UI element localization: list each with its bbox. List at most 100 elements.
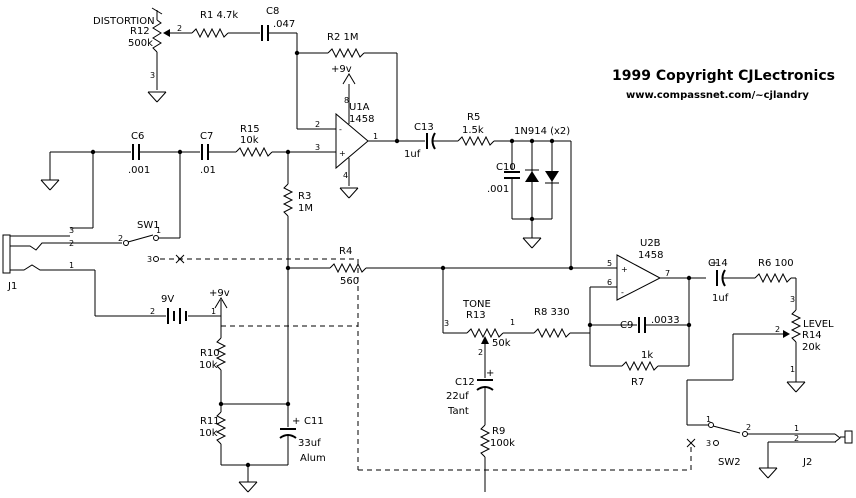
copyright-title: 1999 Copyright CJLectronics (612, 68, 835, 84)
c12-value: 22uf (446, 391, 469, 402)
j1-ref: J1 (7, 281, 17, 292)
r12-value: 500k (128, 38, 153, 49)
pin-label: 2 (118, 234, 123, 243)
diodes-label: 1N914 (x2) (514, 126, 570, 137)
pin-label: 8 (344, 96, 349, 105)
u1a-supply: +9v (331, 64, 352, 75)
pin-label: 2 (69, 239, 74, 248)
pin-label: 2 (177, 24, 182, 33)
tone-label: TONE (462, 299, 491, 310)
r14-value: 20k (802, 342, 821, 353)
r2-label: R2 1M (327, 32, 358, 43)
r15-value: 10k (240, 135, 259, 146)
r11-value: 10k (199, 428, 218, 439)
pin-label: 1 (211, 307, 216, 316)
battery-label: 9V (161, 294, 174, 305)
r7-ref: R7 (631, 377, 644, 388)
capacitor-c14 (716, 269, 755, 287)
pin-label: 1 (510, 318, 515, 327)
bypass-switch-sw2 (686, 334, 835, 448)
pin-label: 2 (775, 325, 780, 334)
input-jack-j1 (2, 227, 152, 317)
r12-ref: R12 (130, 26, 150, 37)
c6-value: .001 (128, 165, 150, 176)
pin-label: 3 (790, 295, 795, 304)
pin-label: 1 (373, 132, 378, 141)
r6-label: R6 100 (758, 258, 794, 269)
pin-label: 5 (607, 259, 612, 268)
r5-value: 1.5k (462, 125, 484, 136)
r7-value: 1k (641, 350, 653, 361)
c9-ref: C9 (620, 320, 633, 331)
resistor-r9 (479, 424, 491, 492)
r5-ref: R5 (467, 112, 480, 123)
pin-label: + (339, 149, 346, 158)
pin-label: - (621, 288, 624, 297)
pin-label: 4 (343, 171, 348, 180)
pin-label: 3 (69, 226, 74, 235)
r9-value: 100k (490, 438, 515, 449)
ground-symbol (147, 91, 167, 103)
resistor-r1 (191, 27, 260, 39)
c7-ref: C7 (200, 131, 213, 142)
pin-label: 1 (69, 261, 74, 270)
u1a-ref: U1A (349, 102, 370, 113)
c12-type: Tant (447, 406, 469, 417)
level-pot-r14 (733, 309, 802, 382)
u2b-value: 1458 (638, 250, 663, 261)
pin-label: - (339, 125, 342, 134)
u2b-ref: U2B (640, 238, 661, 249)
r4-value: 560 (340, 276, 359, 287)
clipping-network (504, 141, 553, 238)
r15-ref: R15 (240, 124, 260, 135)
polarity-mark: + (292, 416, 300, 427)
c10-value: .001 (487, 184, 509, 195)
capacitor-c8 (261, 25, 298, 129)
pin-label: 1 (156, 226, 161, 235)
pin-label: 1 (790, 365, 795, 374)
resistor-r4 (288, 262, 617, 274)
r13-ref: R13 (466, 310, 486, 321)
pin-label: 3 (444, 319, 449, 328)
c13-ref: C13 (414, 122, 434, 133)
pin-label: 2 (315, 120, 320, 129)
c9-value: .0033 (651, 315, 680, 326)
r1-label: R1 4.7k (200, 10, 238, 21)
author-url: www.compassnet.com/~cjlandry (626, 90, 809, 101)
ground-symbol (339, 187, 359, 199)
bypass-switch-sw1 (123, 234, 692, 471)
r13-value: 50k (492, 338, 511, 349)
j2-ref: J2 (802, 457, 812, 468)
r9-ref: R9 (492, 426, 505, 437)
resistor-r8 (533, 327, 590, 339)
c11-type: Alum (300, 453, 326, 464)
pin-label: 1 (706, 415, 711, 424)
c13-value: 1uf (404, 149, 421, 160)
resistor-r6 (754, 272, 797, 310)
r11-ref: R11 (200, 416, 220, 427)
battery-9v (152, 297, 228, 338)
r10-ref: R10 (200, 348, 220, 359)
capacitor-c12 (476, 379, 494, 425)
c7-value: .01 (200, 165, 216, 176)
level-label: LEVEL (803, 319, 834, 330)
c8-ref: C8 (266, 6, 279, 17)
pin-label: 6 (607, 278, 612, 287)
diode-d1 (525, 169, 539, 182)
c11-ref: C11 (304, 416, 324, 427)
pin-label: 2 (746, 423, 751, 432)
resistor-r3 (282, 152, 294, 404)
c11-value: 33uf (298, 438, 321, 449)
pin-label: 3 (147, 255, 152, 264)
pin-label: 2 (478, 348, 483, 357)
c12-ref: C12 (455, 377, 475, 388)
resistor-r5 (457, 135, 572, 268)
c14-value: 1uf (712, 293, 729, 304)
ground-symbol (522, 237, 542, 249)
sw2-ref: SW2 (718, 457, 741, 468)
r3-value: 1M (298, 203, 313, 214)
r10-value: 10k (199, 360, 218, 371)
pin-label: 1 (794, 424, 799, 433)
